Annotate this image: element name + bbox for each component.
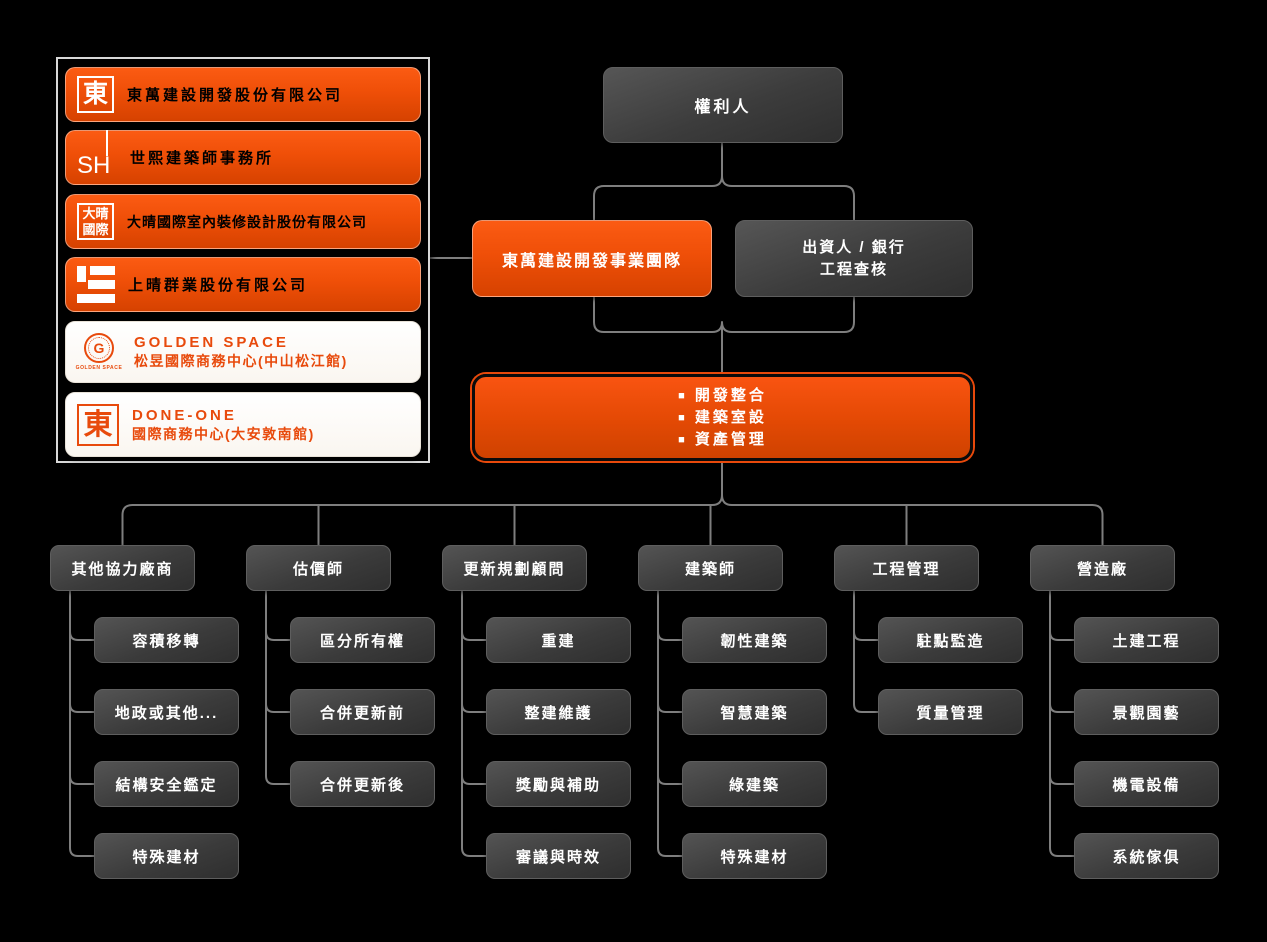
partner-item-shangching: 上晴群業股份有限公司 <box>65 257 421 312</box>
golden-space-logo-icon: G GOLDEN SPACE <box>76 333 122 371</box>
partner-item-golden-space: G GOLDEN SPACE GOLDEN SPACE 松昱國際商務中心(中山松… <box>65 321 421 383</box>
dept-4-child-2: 智慧建築 <box>682 689 827 735</box>
connector-dept-3 <box>461 590 487 857</box>
partner-label: 上晴群業股份有限公司 <box>128 277 309 294</box>
dept-6-child-4: 系統傢俱 <box>1074 833 1219 879</box>
partner-item-donewell: 東 東萬建設開發股份有限公司 <box>65 67 421 122</box>
shangching-logo-icon <box>77 265 115 304</box>
development-team-label: 東萬建設開發事業團隊 <box>501 252 682 270</box>
donewell-logo-icon: 東 <box>77 76 114 113</box>
partner-label: 世熙建築師事務所 <box>130 150 275 167</box>
connector-dept-6 <box>1049 590 1075 857</box>
partner-panel: 東 東萬建設開發股份有限公司 SH 世熙建築師事務所 大晴 國際 大晴國際室內裝… <box>56 57 430 463</box>
partner-label: 松昱國際商務中心(中山松江館) <box>134 353 348 369</box>
bullet-square-icon: ■ <box>678 433 685 446</box>
service-item: ■ 資產管理 <box>678 429 767 451</box>
dept-5-child-2: 質量管理 <box>878 689 1023 735</box>
connector-dept-4 <box>657 590 683 857</box>
rights-holder-label: 權利人 <box>694 99 752 116</box>
connector-merge-to-services <box>593 296 855 375</box>
dept-box-5: 工程管理 <box>834 545 979 591</box>
node-funder-bank: 出資人 / 銀行 工程查核 <box>735 220 973 297</box>
connector-dept-2 <box>265 590 291 785</box>
dept-1-child-2: 地政或其他... <box>94 689 239 735</box>
partner-label: 東萬建設開發股份有限公司 <box>127 87 344 104</box>
partner-item-sh: SH 世熙建築師事務所 <box>65 129 421 185</box>
partner-label: 國際商務中心(大安敦南館) <box>132 425 315 442</box>
partner-item-daching: 大晴 國際 大晴國際室內裝修設計股份有限公司 <box>65 194 421 249</box>
dept-1-child-4: 特殊建材 <box>94 833 239 879</box>
dept-box-1: 其他協力廠商 <box>50 545 195 591</box>
dept-2-child-3: 合併更新後 <box>290 761 435 807</box>
dept-1-child-1: 容積移轉 <box>94 617 239 663</box>
service-item: ■ 建築室設 <box>678 407 767 429</box>
dept-3-child-2: 整建維護 <box>486 689 631 735</box>
dept-box-4: 建築師 <box>638 545 783 591</box>
connector-dept-1 <box>69 590 95 857</box>
connector-dept-5 <box>853 590 879 713</box>
dept-box-3: 更新規劃顧問 <box>442 545 587 591</box>
dept-6-child-3: 機電設備 <box>1074 761 1219 807</box>
dept-3-child-4: 審議與時效 <box>486 833 631 879</box>
dept-6-child-2: 景觀園藝 <box>1074 689 1219 735</box>
funder-line-2: 工程查核 <box>819 260 888 278</box>
node-core-services: ■ 開發整合 ■ 建築室設 ■ 資產管理 <box>472 374 973 461</box>
done-one-logo-icon: 東 <box>77 403 119 446</box>
dept-4-child-1: 韌性建築 <box>682 617 827 663</box>
dept-2-child-2: 合併更新前 <box>290 689 435 735</box>
dept-box-2: 估價師 <box>246 545 391 591</box>
dept-box-6: 營造廠 <box>1030 545 1175 591</box>
dept-6-child-1: 土建工程 <box>1074 617 1219 663</box>
dept-1-child-3: 結構安全鑑定 <box>94 761 239 807</box>
funder-line-1: 出資人 / 銀行 <box>802 238 906 256</box>
sh-logo-icon: SH <box>77 129 117 180</box>
dept-5-child-1: 駐點監造 <box>878 617 1023 663</box>
dept-2-child-1: 區分所有權 <box>290 617 435 663</box>
node-rights-holder: 權利人 <box>603 67 843 143</box>
connector-root-split <box>593 142 855 221</box>
partner-label-en: GOLDEN SPACE <box>134 334 289 351</box>
bullet-square-icon: ■ <box>678 411 685 424</box>
dept-3-child-1: 重建 <box>486 617 631 663</box>
node-development-team: 東萬建設開發事業團隊 <box>472 220 712 297</box>
dept-4-child-4: 特殊建材 <box>682 833 827 879</box>
daching-logo-icon: 大晴 國際 <box>77 203 114 240</box>
partner-item-done-one: 東 DONE-ONE 國際商務中心(大安敦南館) <box>65 392 421 457</box>
dept-4-child-3: 綠建築 <box>682 761 827 807</box>
service-item: ■ 開發整合 <box>678 385 767 407</box>
dept-3-child-3: 獎勵與補助 <box>486 761 631 807</box>
partner-label-en: DONE-ONE <box>132 406 237 424</box>
bullet-square-icon: ■ <box>678 389 685 402</box>
connector-services-bus <box>121 460 1104 546</box>
partner-label: 大晴國際室內裝修設計股份有限公司 <box>127 213 367 230</box>
